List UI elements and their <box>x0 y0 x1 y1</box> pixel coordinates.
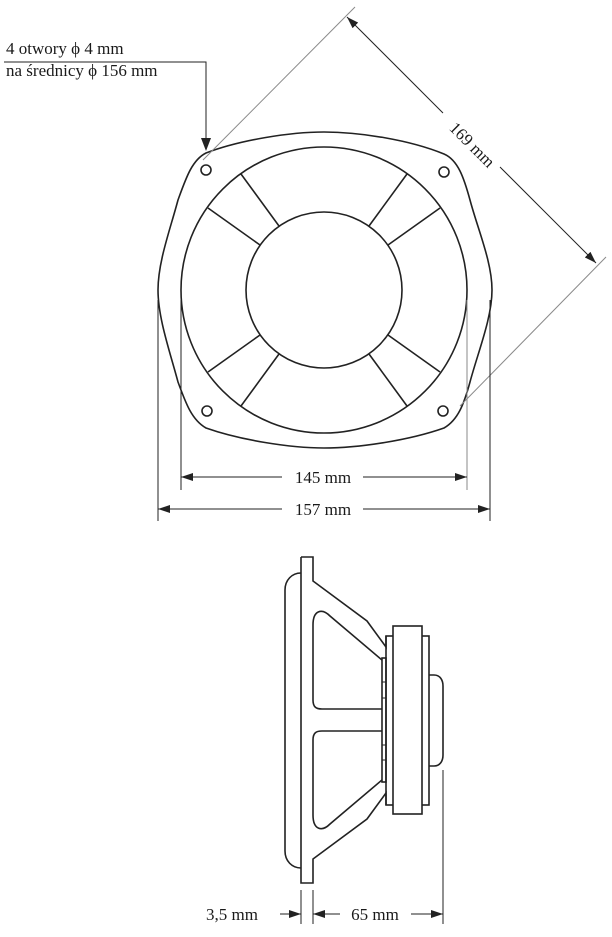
dimension-depth: 3,5 mm 65 mm <box>206 770 444 924</box>
mounting-hole-top-right <box>438 166 450 178</box>
back-cap <box>429 674 444 767</box>
dimension-169-label: 169 mm <box>446 118 499 171</box>
basket-window-top <box>312 610 383 710</box>
mounting-holes-note-line1: 4 otwory ϕ 4 mm <box>6 39 124 58</box>
magnet-circle <box>245 211 403 369</box>
basket-spokes <box>207 173 441 407</box>
dimension-157: 157 mm <box>157 300 491 521</box>
front-view <box>157 131 493 449</box>
mounting-hole-top-left <box>200 164 212 176</box>
mounting-hole-bottom-right <box>437 405 449 417</box>
dimension-65-label: 65 mm <box>351 905 399 924</box>
dimension-3-5-label: 3,5 mm <box>206 905 258 924</box>
basket-ring <box>180 146 468 434</box>
side-view <box>284 556 444 884</box>
mounting-holes-note: 4 otwory ϕ 4 mm na średnicy ϕ 156 mm <box>6 38 158 82</box>
magnet-ring <box>392 625 423 815</box>
basket-window-bottom <box>312 730 383 830</box>
surround <box>284 572 302 869</box>
dimension-157-label: 157 mm <box>295 500 351 519</box>
mounting-hole-bottom-left <box>201 405 213 417</box>
dimension-145: 145 mm <box>180 300 468 490</box>
dimension-145-label: 145 mm <box>295 468 351 487</box>
note-leader-line <box>4 61 211 151</box>
mounting-holes-note-line2: na średnicy ϕ 156 mm <box>6 61 158 80</box>
frame-outline <box>157 131 493 449</box>
basket-outline <box>300 556 387 884</box>
